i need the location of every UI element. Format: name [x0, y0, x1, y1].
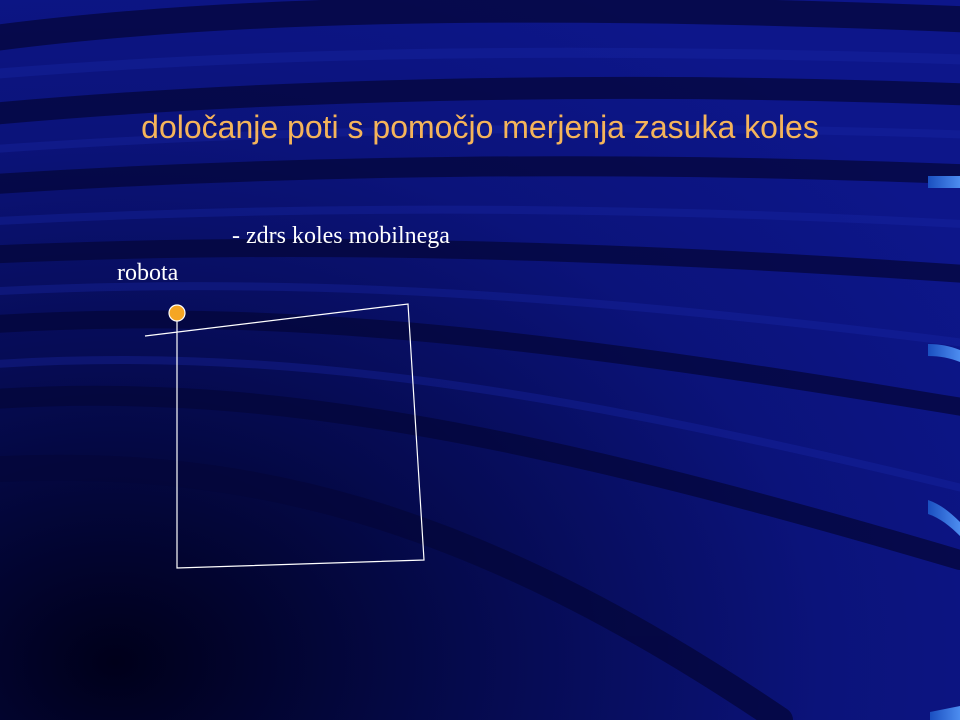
robot-path	[144, 303, 425, 569]
edge-tabs	[928, 176, 960, 720]
slide-title: določanje poti s pomočjo merjenja zasuka…	[141, 109, 819, 145]
bullet-text: - zdrs koles mobilnega	[232, 223, 450, 249]
robot-marker-icon	[168, 304, 186, 322]
bullet-continuation: robota	[117, 260, 179, 286]
